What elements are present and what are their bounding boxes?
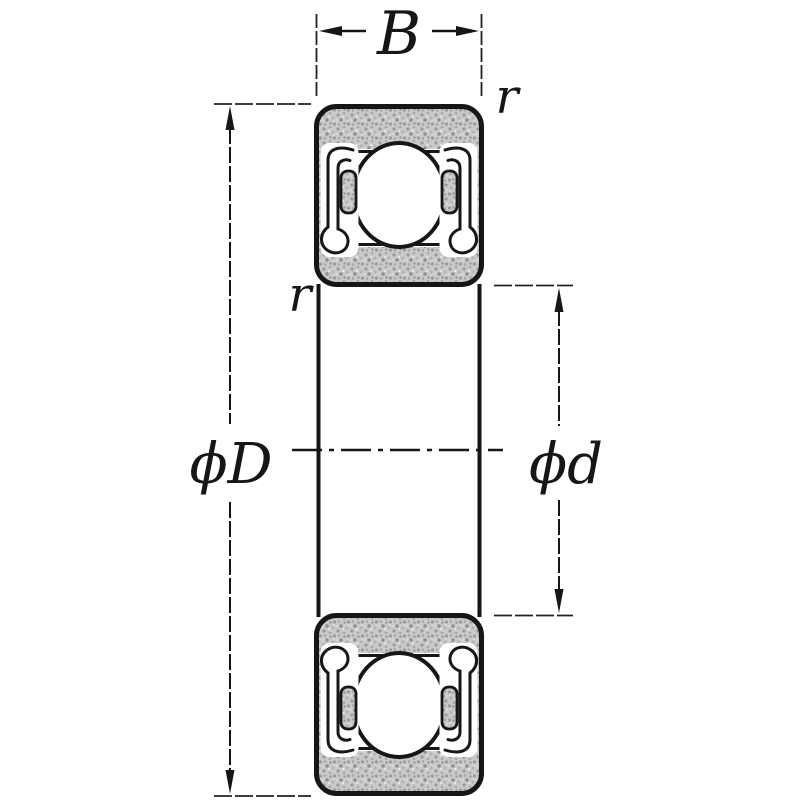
bearing-section-lower: [317, 616, 482, 794]
dimension-B: B: [315, 0, 483, 98]
dimension-phiD: ϕD: [189, 103, 311, 797]
arrowhead-left-icon: [319, 26, 342, 36]
seal-lip-profile: [320, 146, 355, 255]
arrowhead-up-icon: [225, 106, 235, 130]
dimension-phid: ϕd: [494, 284, 603, 617]
seal-core: [339, 169, 358, 215]
ball: [351, 141, 447, 249]
label-outer-diameter: ϕD: [189, 432, 272, 497]
seal-left: [320, 143, 359, 257]
bearing-section-upper: [314, 104, 484, 287]
arrowhead-down-icon: [225, 770, 235, 794]
label-corner-radius-top: r: [496, 69, 522, 125]
label-width-B: B: [376, 0, 421, 69]
label-corner-radius-left: r: [289, 267, 315, 323]
arrowhead-up-icon: [554, 288, 564, 312]
seal-right: [438, 141, 479, 259]
arrowhead-down-icon: [554, 589, 564, 613]
arrowhead-right-icon: [456, 26, 479, 36]
label-bore-diameter: ϕd: [529, 432, 603, 497]
